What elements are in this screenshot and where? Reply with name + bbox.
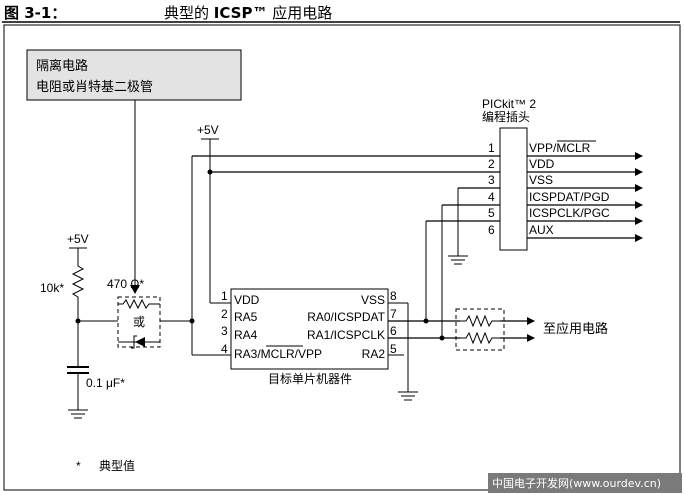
- programmer-pin-num: 2: [488, 157, 495, 171]
- mcu-chip: [230, 288, 389, 370]
- programmer-subtitle: 编程插头: [482, 109, 530, 124]
- capacitor-label: 0.1 μF*: [86, 376, 125, 390]
- mcu-pin-num: 6: [390, 324, 397, 338]
- isolation-line1: 隔离电路: [36, 58, 88, 74]
- ground-icon-capacitor: [68, 409, 88, 419]
- mcu-pin-num: 4: [221, 342, 228, 356]
- ground-icon-programmer: [448, 255, 468, 265]
- mcu-pin-num: 2: [221, 307, 228, 321]
- isolation-component-box: [117, 296, 161, 348]
- or-label: 或: [133, 315, 145, 329]
- programmer-pin-num: 5: [488, 206, 495, 220]
- mcu-pin-num: 3: [221, 324, 228, 338]
- mcu-pin-label: RA5: [234, 310, 258, 324]
- ground-icon-mcu: [398, 391, 418, 401]
- programmer-pin-label: VPP/MCLR: [529, 141, 591, 155]
- mcu-pin-num: 1: [221, 289, 228, 303]
- figure-frame: [3, 24, 681, 491]
- programmer-connector: [499, 127, 528, 251]
- programmer-pin-num: 3: [488, 173, 495, 187]
- figure-caption: 典型的 ICSP™ 应用电路: [164, 2, 332, 23]
- isolation-pointer-arrow: [130, 285, 140, 294]
- resistor-470: [118, 298, 160, 310]
- mcu-pin-label: VDD: [234, 293, 260, 307]
- programmer-pins: 1 2 3 4 5 6 VPP/MCLR VDD VSS ICSPDAT/PGD…: [488, 141, 610, 237]
- footnote-text: 典型值: [99, 458, 135, 473]
- watermark-text: 中国电子开发网(www.ourdev.cn): [492, 476, 661, 490]
- caption-suffix: 应用电路: [267, 4, 333, 22]
- to-app-label: 至应用电路: [543, 321, 608, 337]
- programmer-title: PICkit™ 2: [482, 97, 536, 111]
- app-resistor-box: [455, 308, 505, 351]
- programmer-lines: [192, 152, 643, 242]
- programmer-pin-num: 1: [488, 141, 495, 155]
- caption-bold: ICSP™: [213, 4, 268, 22]
- programmer-pin-label: ICSPCLK/PGC: [529, 206, 610, 220]
- programmer-pin-num: 6: [488, 223, 495, 237]
- resistor-10k-label: 10k*: [40, 281, 64, 295]
- schottky-diode-icon: [135, 337, 145, 347]
- programmer-pin-label: ICSPDAT/PGD: [529, 190, 610, 204]
- mcu-pin-num: 5: [390, 342, 397, 356]
- programmer-pin-label: VSS: [529, 173, 553, 187]
- figure-title: 图 3-1： 典型的 ICSP™ 应用电路: [4, 2, 332, 23]
- isolation-circuit-box: 隔离电路 电阻或肖特基二极管: [26, 49, 242, 101]
- app-resistor-2: [460, 331, 500, 345]
- mcu-pin-label: RA1/ICSPCLK: [307, 328, 385, 342]
- programmer-pin-label: AUX: [529, 223, 554, 237]
- footnote-star: *: [76, 459, 81, 473]
- mcu-pin-label: RA3/MCLR/VPP: [234, 347, 322, 361]
- schottky-diode-bar: [131, 335, 137, 349]
- figure-number: 图 3-1：: [4, 4, 67, 22]
- mcu-name: 目标单片机器件: [268, 372, 352, 386]
- plus5v-left-label: +5V: [67, 232, 89, 246]
- vpp-junction-dot: [189, 318, 195, 324]
- watermark-bg: [488, 473, 682, 493]
- resistor-470-label: 470 Ω*: [107, 277, 144, 291]
- isolation-line2: 电阻或肖特基二极管: [36, 80, 153, 95]
- mcu-pin-num: 7: [390, 307, 397, 321]
- mcu-pin-label: RA0/ICSPDAT: [307, 310, 385, 324]
- app-resistor-1: [460, 314, 500, 328]
- mcu-pin-label: RA2: [362, 347, 386, 361]
- resistor-10k: [71, 262, 85, 300]
- mcu-pin-label: RA4: [234, 328, 258, 342]
- mcu-pin-label: VSS: [361, 293, 385, 307]
- mcu-right-pins: 8 7 6 5 VSS RA0/ICSPDAT RA1/ICSPCLK RA2: [307, 289, 397, 361]
- programmer-pin-label: VDD: [529, 157, 555, 171]
- programmer-pin-num: 4: [488, 190, 495, 204]
- mcu-pin-num: 8: [390, 289, 397, 303]
- icspdat-junction-dot: [423, 318, 429, 324]
- mcu-left-pins: 1 2 3 4 VDD RA5 RA4 RA3/MCLR/VPP: [221, 289, 322, 361]
- plus5v-top-label: +5V: [197, 123, 219, 137]
- caption-prefix: 典型的: [164, 4, 214, 22]
- icspclk-junction-dot: [439, 335, 445, 341]
